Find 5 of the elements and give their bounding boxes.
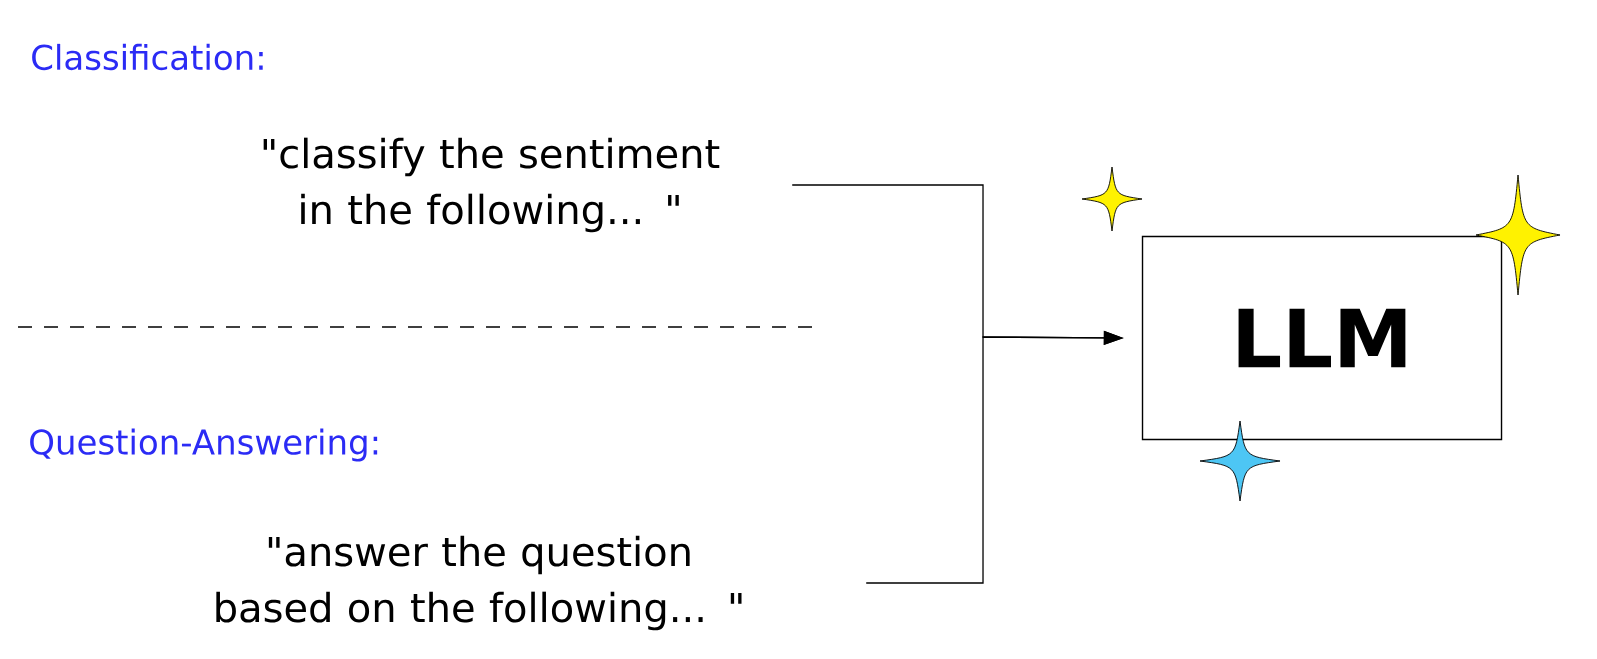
- quote-text: "answer the question based on the following... ": [216, 535, 742, 631]
- section-heading: Question-Answering:: [30, 428, 378, 462]
- quote-text: "classify the sentiment in the following... ": [263, 137, 720, 233]
- llm-box: LLM: [1141, 235, 1503, 441]
- section-heading: Classification:: [32, 43, 263, 71]
